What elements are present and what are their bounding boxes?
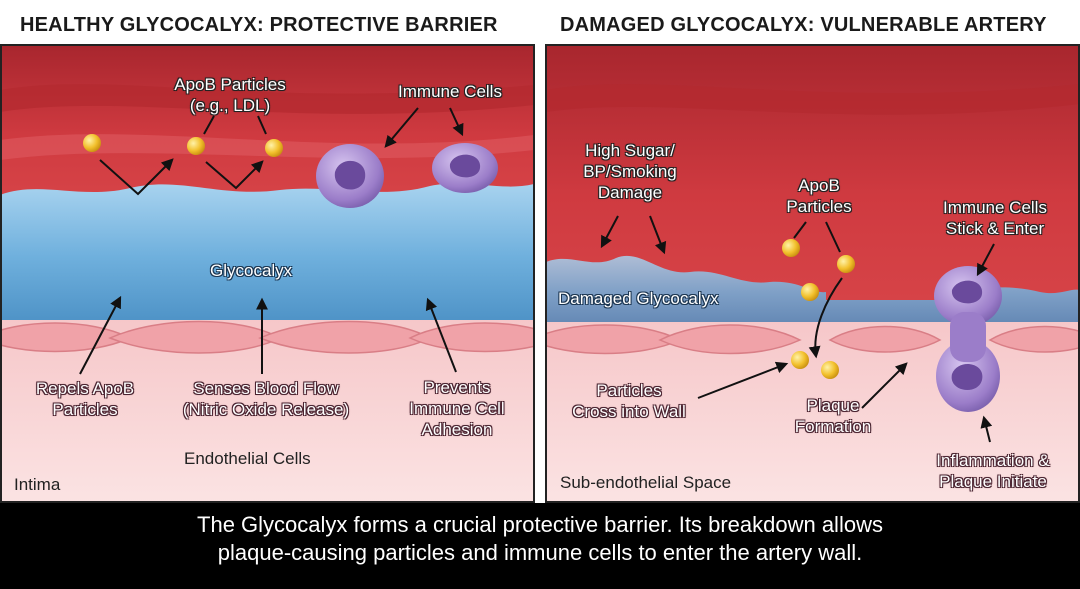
caption-text: The Glycocalyx forms a crucial protectiv… xyxy=(197,512,883,565)
label-damage-causes: High Sugar/ BP/Smoking Damage xyxy=(583,141,677,202)
label-senses-blood-flow: Senses Blood Flow (Nitric Oxide Release) xyxy=(182,379,350,419)
label-glycocalyx: Glycocalyx xyxy=(210,261,293,280)
label-prevents-adhesion: Prevents Immune Cell Adhesion xyxy=(409,378,505,439)
right-panel-title: DAMAGED GLYCOCALYX: VULNERABLE ARTERY xyxy=(560,14,1047,36)
label-repels-apob: Repels ApoB Particles xyxy=(35,379,135,419)
right-immune-cell-squeezing xyxy=(934,266,1002,412)
right-panel-border xyxy=(545,44,1080,503)
left-panel-title: HEALTHY GLYCOCALYX: PROTECTIVE BARRIER xyxy=(20,14,498,36)
left-tissue xyxy=(0,320,534,502)
right-panel xyxy=(546,45,1080,502)
left-endothelial-cells xyxy=(0,320,534,354)
left-panel xyxy=(0,45,534,502)
caption-bar xyxy=(0,503,1080,589)
left-blood-streak xyxy=(0,84,534,114)
label-apob-particles: ApoB Particles (e.g., LDL) xyxy=(174,75,286,115)
right-endothelial-cells xyxy=(546,324,1080,355)
label-subendothelial-space: Sub-endothelial Space xyxy=(560,473,732,492)
left-panel-border xyxy=(0,44,535,503)
right-apob-particle xyxy=(782,239,855,379)
right-arrows xyxy=(600,215,995,443)
label-endothelial-cells: Endothelial Cells xyxy=(184,449,311,468)
label-particles-cross: Particles Cross into Wall xyxy=(572,381,686,421)
label-intima: Intima xyxy=(14,475,61,494)
left-immune-cell xyxy=(316,144,384,208)
left-apob-particle xyxy=(83,134,283,157)
left-arrows xyxy=(79,107,464,375)
label-inflammation: Inflammation & Plaque Initiate xyxy=(936,451,1050,491)
left-immune-cell xyxy=(432,143,498,193)
label-immune-cells-stick: Immune Cells Stick & Enter xyxy=(943,198,1047,238)
label-damaged-glycocalyx: Damaged Glycocalyx xyxy=(558,289,719,308)
left-glycocalyx-layer xyxy=(0,183,534,330)
label-apob-particles-right: ApoB Particles xyxy=(786,176,852,216)
label-plaque-formation: Plaque Formation xyxy=(794,396,872,436)
right-blood-streak xyxy=(546,84,1080,115)
label-immune-cells: Immune Cells xyxy=(398,82,502,101)
